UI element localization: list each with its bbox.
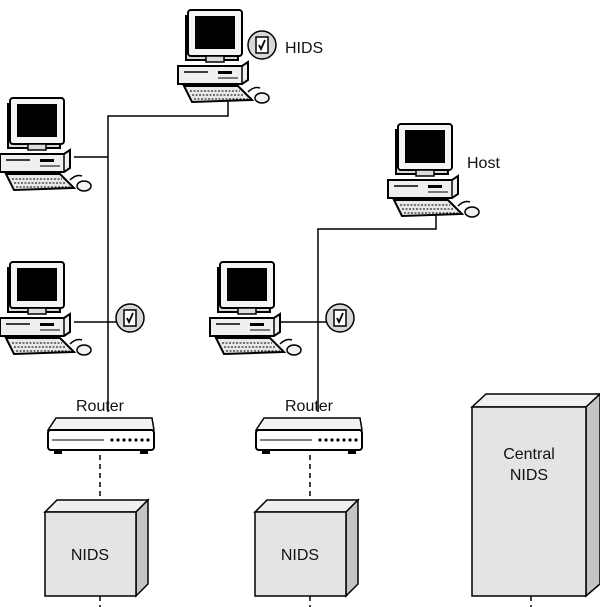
workstation-mid-right-icon xyxy=(209,261,302,356)
nids-left-label: NIDS xyxy=(71,547,109,564)
workstation-top-left-icon xyxy=(0,97,92,192)
nids-right-label: NIDS xyxy=(281,547,319,564)
nids-left-box xyxy=(43,498,150,598)
dashed-links xyxy=(99,455,532,607)
network-sensor-left-icon xyxy=(115,303,145,333)
nids-right-box xyxy=(253,498,360,598)
hids-agent-icon xyxy=(247,30,277,60)
central-nids-label-line2: NIDS xyxy=(510,467,548,484)
router-left-icon xyxy=(47,417,155,455)
router-right-label: Router xyxy=(285,398,334,415)
router-left-label: Router xyxy=(76,398,125,415)
link-host-to-backbone xyxy=(317,208,437,412)
workstation-mid-left-icon xyxy=(0,261,92,356)
router-right-icon xyxy=(255,417,363,455)
link-hids-to-backbone xyxy=(107,96,229,412)
central-nids-label-line1: Central xyxy=(503,446,555,463)
host-label: Host xyxy=(467,155,500,172)
hids-label: HIDS xyxy=(285,40,323,57)
central-nids-box xyxy=(470,392,600,598)
network-sensor-right-icon xyxy=(325,303,355,333)
host-computer-icon xyxy=(387,123,480,218)
network-links xyxy=(74,96,437,412)
